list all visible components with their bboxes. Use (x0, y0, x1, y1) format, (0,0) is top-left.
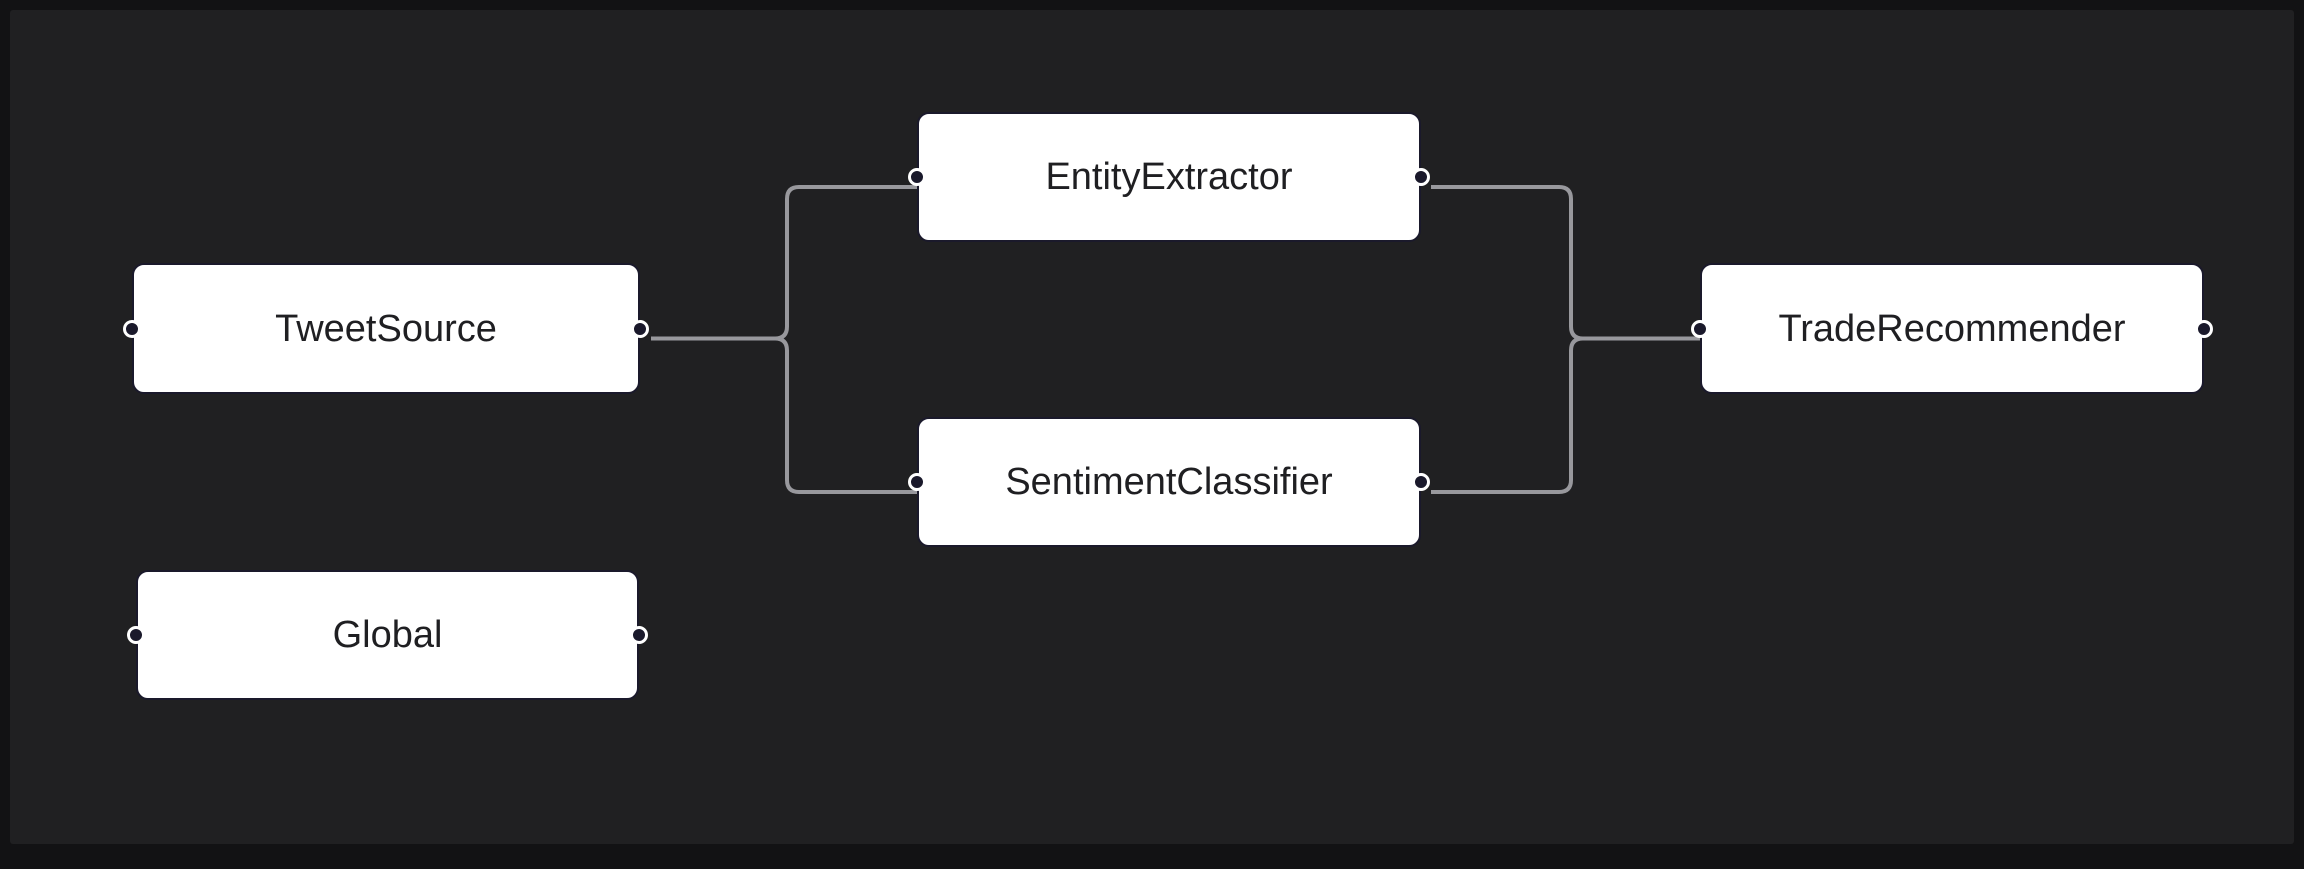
port-global-output[interactable] (630, 626, 648, 644)
node-sentimentclassifier[interactable]: SentimentClassifier (908, 417, 1430, 547)
port-entityextractor-input[interactable] (908, 168, 926, 186)
port-sentimentclassifier-output[interactable] (1412, 473, 1430, 491)
node-entityextractor[interactable]: EntityExtractor (908, 112, 1430, 242)
port-sentimentclassifier-input[interactable] (908, 473, 926, 491)
port-tweetsource-input[interactable] (123, 319, 141, 338)
node-traderecommender-label: TradeRecommender (1778, 307, 2126, 350)
edge-entityextractor-traderecommender[interactable] (1431, 185, 1710, 341)
edges-layer (651, 185, 1710, 494)
port-entityextractor-output[interactable] (1412, 168, 1430, 186)
port-traderecommender-input[interactable] (1691, 319, 1709, 338)
port-traderecommender-output[interactable] (2195, 319, 2213, 338)
edge-sentimentclassifier-traderecommender[interactable] (1431, 336, 1710, 494)
node-sentimentclassifier-label: SentimentClassifier (1005, 461, 1333, 503)
edge-tweetsource-sentimentclassifier[interactable] (651, 336, 927, 494)
port-global-input[interactable] (127, 626, 145, 644)
flow-canvas-pane[interactable]: TweetSource EntityExtractor SentimentCla… (10, 10, 2294, 844)
node-tweetsource[interactable]: TweetSource (123, 263, 649, 394)
node-global[interactable]: Global (127, 570, 648, 700)
node-tweetsource-label: TweetSource (275, 307, 497, 350)
node-entityextractor-label: EntityExtractor (1045, 156, 1293, 198)
node-traderecommender[interactable]: TradeRecommender (1691, 263, 2213, 394)
port-tweetsource-output[interactable] (631, 319, 649, 338)
node-global-label: Global (332, 614, 443, 656)
edge-tweetsource-entityextractor[interactable] (651, 185, 927, 341)
